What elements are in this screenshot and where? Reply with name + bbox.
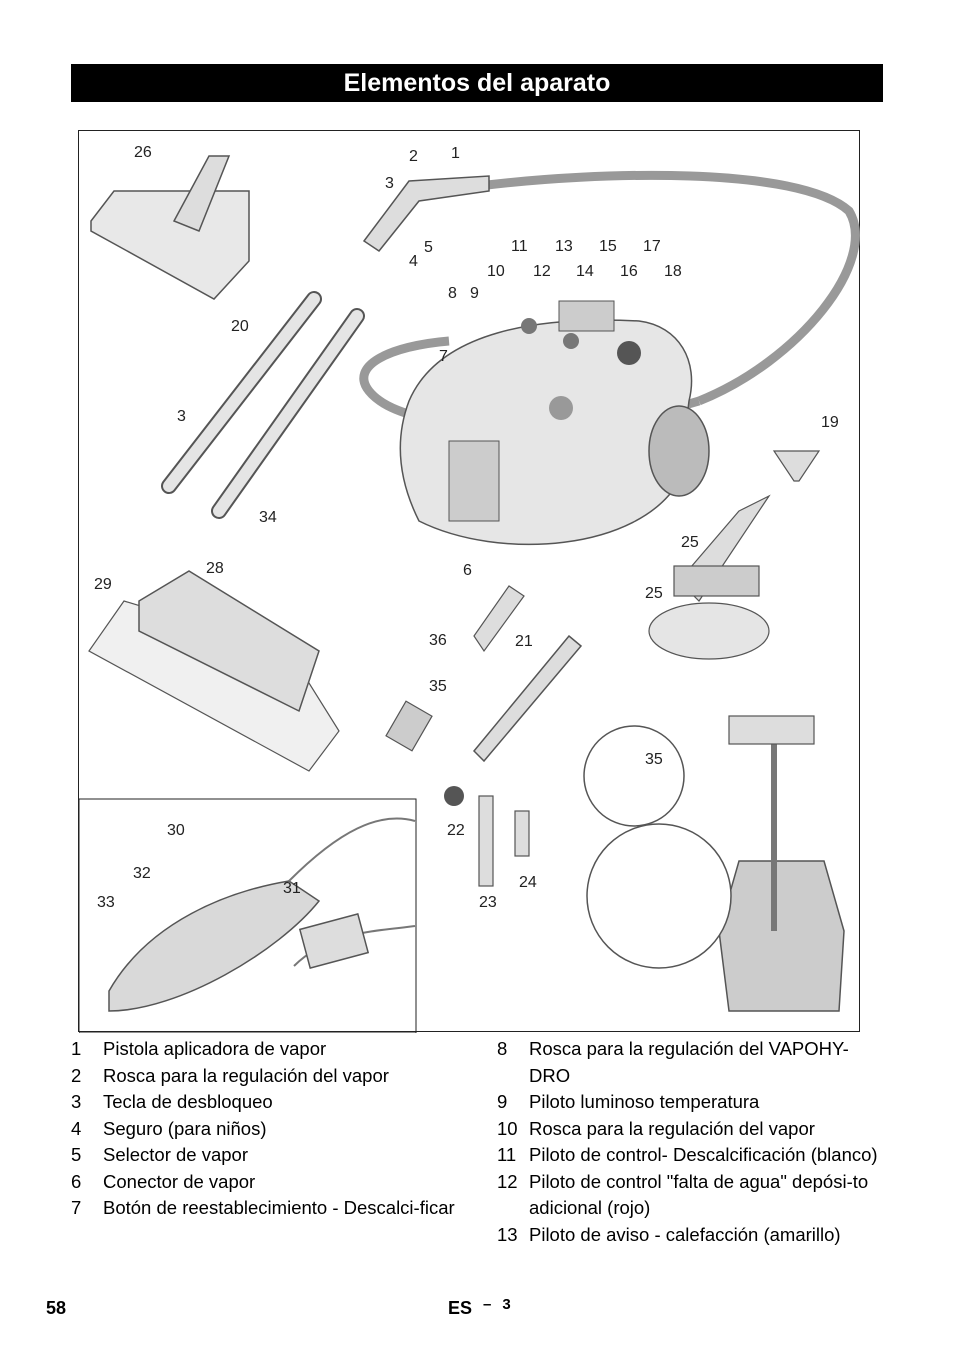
floor-nozzle-27 <box>90 190 250 300</box>
callout-label: 16 <box>620 263 638 280</box>
steam-connector <box>448 440 500 522</box>
iron-30 <box>108 880 321 1012</box>
device-figure: 26 2 1 3 4 5 11 13 15 17 10 12 14 16 18 … <box>78 130 860 1033</box>
callout-label: 3 <box>177 408 186 425</box>
detail-nozzle-21 <box>472 634 583 763</box>
adapter-35 <box>385 700 433 752</box>
callout-label: 17 <box>643 238 661 255</box>
knob-8 <box>521 318 537 334</box>
callout-label: 35 <box>429 678 447 695</box>
callout-label: 36 <box>429 632 447 649</box>
callout-label: 35 <box>645 751 663 768</box>
callout-label: 1 <box>451 145 460 162</box>
detail-circle-top <box>583 725 685 827</box>
callout-label: 34 <box>259 509 277 526</box>
extension-nozzle-23 <box>478 795 494 887</box>
stand-nozzle <box>728 715 815 745</box>
section-separator: – <box>483 1296 492 1313</box>
callout-label: 25 <box>681 534 699 551</box>
floor-nozzle-neck <box>172 155 231 232</box>
callout-label: 9 <box>470 285 479 302</box>
callout-label: 18 <box>664 263 682 280</box>
iron-plug <box>298 912 370 970</box>
steam-gun <box>362 175 490 253</box>
callout-label: 29 <box>94 576 112 593</box>
callout-label: 12 <box>533 263 551 280</box>
device-illustration: 26 2 1 3 4 5 11 13 15 17 10 12 14 16 18 … <box>79 144 860 1033</box>
callout-label: 31 <box>283 880 301 897</box>
detail-circle-bottom <box>586 823 732 969</box>
callout-label: 21 <box>515 633 533 650</box>
callout-label: 10 <box>487 263 505 280</box>
callout-label: 11 <box>511 238 528 255</box>
callout-label: 6 <box>463 562 472 579</box>
callout-label: 24 <box>519 874 537 891</box>
callout-label: 19 <box>821 414 839 431</box>
callout-label: 5 <box>424 239 433 256</box>
knob-7 <box>549 396 573 420</box>
section-title: Elementos del aparato <box>71 64 883 102</box>
steam-hose <box>478 170 860 406</box>
cover-26 <box>648 602 770 660</box>
brush-25 <box>673 565 760 597</box>
callout-label: 32 <box>133 865 151 882</box>
callout-label: 8 <box>448 285 457 302</box>
page-number: 58 <box>46 1298 67 1318</box>
callout-label: 7 <box>439 348 448 365</box>
callout-label: 2 <box>409 148 418 165</box>
round-brush-22 <box>444 786 464 806</box>
floor-nozzle-28 <box>138 570 320 713</box>
callout-label: 13 <box>555 238 573 255</box>
knob-10 <box>563 333 579 349</box>
detail-nozzle-36 <box>473 585 525 653</box>
callout-label: 30 <box>167 822 185 839</box>
funnel-19 <box>772 450 821 482</box>
floor-cloth-29 <box>88 600 340 772</box>
callout-label: 23 <box>479 894 497 911</box>
callout-label: 3 <box>385 175 394 192</box>
iron-inset-frame <box>79 798 417 1033</box>
storage-stand <box>718 860 845 1012</box>
callout-label: 14 <box>576 263 594 280</box>
main-unit-wheel <box>648 405 710 497</box>
power-nozzle-24 <box>514 810 530 857</box>
knob-18 <box>617 341 641 365</box>
callout-label: 22 <box>447 822 465 839</box>
callout-label: 4 <box>409 253 418 270</box>
callout-label: 28 <box>206 560 224 577</box>
callout-label: 33 <box>97 894 115 911</box>
control-panel <box>558 300 615 332</box>
callout-label: 20 <box>231 318 249 335</box>
section-number: 3 <box>502 1296 511 1313</box>
page-code: ES – 3 <box>448 1296 511 1319</box>
language-code: ES <box>448 1298 473 1318</box>
callout-label: 15 <box>599 238 617 255</box>
callout-label: 26 <box>134 144 152 161</box>
callout-label: 25 <box>645 585 663 602</box>
